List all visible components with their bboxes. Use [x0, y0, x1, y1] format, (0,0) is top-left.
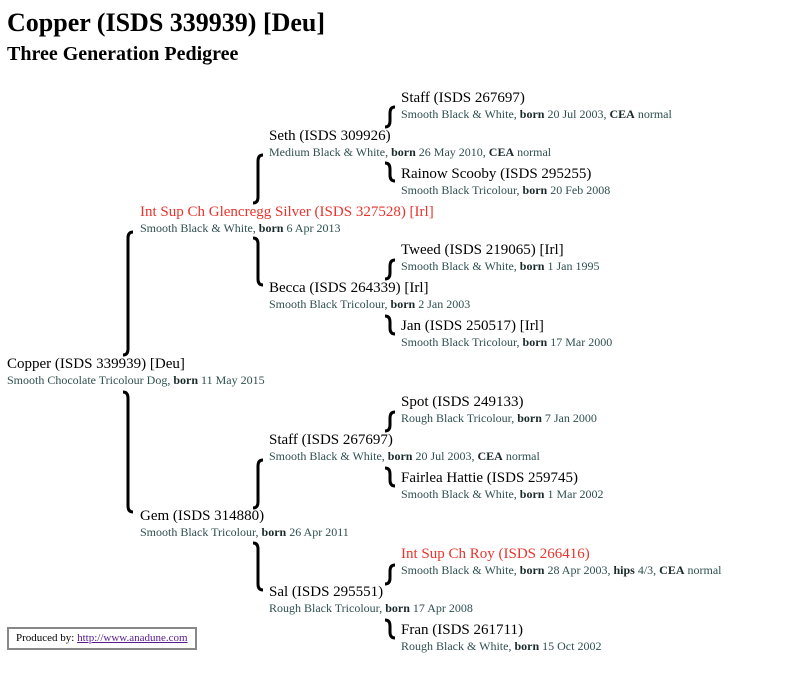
pedigree-entry: Jan (ISDS 250517) [Irl]Smooth Black Tric…: [401, 318, 612, 350]
bracket: [252, 458, 264, 510]
dog-details: Smooth Black Tricolour, born 20 Feb 2008: [401, 183, 611, 197]
bracket: [384, 563, 396, 586]
bracket: [384, 618, 396, 640]
footer: Produced by: http://www.anadune.com: [7, 627, 197, 650]
dog-details: Rough Black Tricolour, born 17 Apr 2008: [269, 601, 473, 615]
dog-details: Smooth Black & White, born 6 Apr 2013: [140, 221, 341, 235]
dog-name: Rainow Scooby (ISDS 295255): [401, 166, 592, 182]
pedigree-entry: Seth (ISDS 309926)Medium Black & White, …: [269, 128, 551, 160]
dog-name: Int Sup Ch Glencregg Silver (ISDS 327528…: [140, 204, 434, 220]
dog-name: Spot (ISDS 249133): [401, 394, 524, 410]
pedigree-entry: Staff (ISDS 267697)Smooth Black & White,…: [269, 432, 540, 464]
page-subtitle: Three Generation Pedigree: [7, 43, 239, 65]
dog-name: Staff (ISDS 267697): [269, 432, 393, 448]
pedigree-entry: Fran (ISDS 261711)Rough Black & White, b…: [401, 622, 601, 654]
dog-name: Fairlea Hattie (ISDS 259745): [401, 470, 579, 486]
footer-label: Produced by:: [16, 632, 75, 644]
dog-details: Smooth Black Tricolour, born 2 Jan 2003: [269, 297, 471, 311]
dog-details: Smooth Chocolate Tricolour Dog, born 11 …: [7, 373, 265, 387]
pedigree-entry: Gem (ISDS 314880)Smooth Black Tricolour,…: [140, 508, 349, 540]
bracket: [122, 390, 134, 514]
pedigree-entry: Sal (ISDS 295551)Rough Black Tricolour, …: [269, 584, 473, 616]
dog-details: Medium Black & White, born 26 May 2010, …: [269, 145, 552, 159]
dog-details: Rough Black & White, born 15 Oct 2002: [401, 639, 602, 653]
pedigree-entry: Copper (ISDS 339939) [Deu]Smooth Chocola…: [7, 356, 265, 388]
dog-name: Seth (ISDS 309926): [269, 128, 391, 144]
dog-details: Smooth Black & White, born 20 Jul 2003, …: [401, 107, 672, 121]
dog-name: Sal (ISDS 295551): [269, 584, 384, 600]
dog-details: Smooth Black Tricolour, born 26 Apr 2011: [140, 525, 349, 539]
bracket: [384, 410, 396, 433]
dog-details: Smooth Black & White, born 20 Jul 2003, …: [269, 449, 540, 463]
bracket: [384, 161, 396, 183]
bracket: [252, 153, 264, 205]
bracket: [384, 258, 396, 281]
dog-details: Smooth Black & White, born 28 Apr 2003, …: [401, 563, 722, 577]
anadune-link[interactable]: http://www.anadune.com: [77, 632, 188, 644]
dog-details: Rough Black Tricolour, born 7 Jan 2000: [401, 411, 597, 425]
bracket: [384, 105, 396, 129]
bracket: [122, 230, 134, 357]
bracket: [384, 466, 396, 488]
bracket: [384, 314, 396, 336]
dog-name: Fran (ISDS 261711): [401, 622, 523, 638]
dog-details: Smooth Black & White, born 1 Jan 1995: [401, 259, 600, 273]
dog-name: Becca (ISDS 264339) [Irl]: [269, 280, 429, 296]
bracket: [252, 541, 264, 592]
pedigree-entry: Spot (ISDS 249133)Rough Black Tricolour,…: [401, 394, 597, 426]
dog-details: Smooth Black Tricolour, born 17 Mar 2000: [401, 335, 613, 349]
pedigree-entry: Int Sup Ch Roy (ISDS 266416)Smooth Black…: [401, 546, 722, 578]
dog-name: Gem (ISDS 314880): [140, 508, 265, 524]
bracket: [252, 236, 264, 287]
pedigree-entry: Fairlea Hattie (ISDS 259745)Smooth Black…: [401, 470, 603, 502]
pedigree-entry: Becca (ISDS 264339) [Irl]Smooth Black Tr…: [269, 280, 470, 312]
pedigree-entry: Tweed (ISDS 219065) [Irl]Smooth Black & …: [401, 242, 599, 274]
pedigree-entry: Rainow Scooby (ISDS 295255)Smooth Black …: [401, 166, 610, 198]
dog-name: Tweed (ISDS 219065) [Irl]: [401, 242, 564, 258]
dog-name: Staff (ISDS 267697): [401, 90, 525, 106]
dog-name: Int Sup Ch Roy (ISDS 266416): [401, 546, 590, 562]
pedigree-entry: Staff (ISDS 267697)Smooth Black & White,…: [401, 90, 672, 122]
dog-name: Jan (ISDS 250517) [Irl]: [401, 318, 544, 334]
pedigree-entry: Int Sup Ch Glencregg Silver (ISDS 327528…: [140, 204, 434, 236]
dog-details: Smooth Black & White, born 1 Mar 2002: [401, 487, 604, 501]
dog-name: Copper (ISDS 339939) [Deu]: [7, 356, 185, 372]
page-title: Copper (ISDS 339939) [Deu]: [7, 8, 326, 37]
